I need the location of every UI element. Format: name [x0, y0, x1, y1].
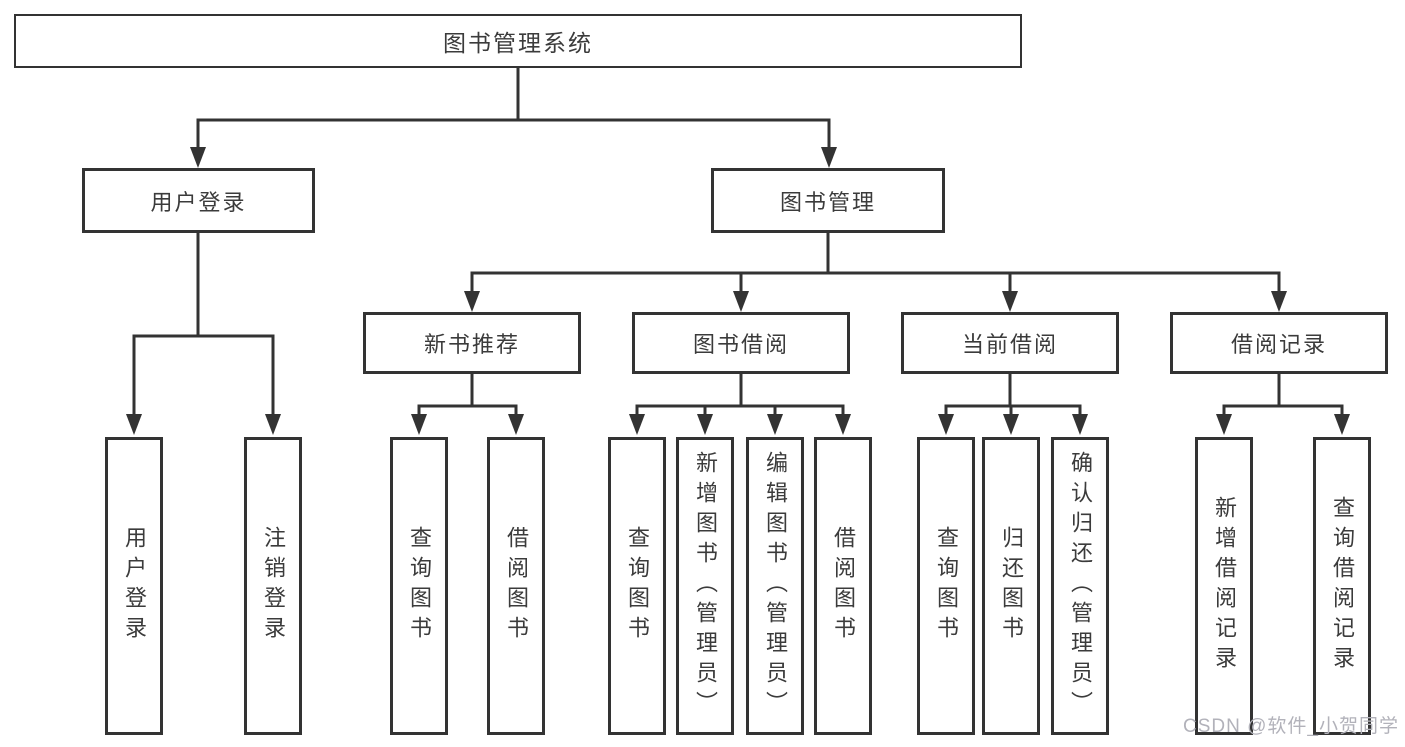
node-book-borrow: 图书借阅 [632, 312, 850, 374]
node-user-login-branch: 用户登录 [82, 168, 315, 233]
leaf-confirm-return-admin: 确认归还（管理员） [1051, 437, 1109, 735]
leaf-logout-label: 注销登录 [261, 526, 286, 646]
leaf-query-borrow-record: 查询借阅记录 [1313, 437, 1371, 735]
node-current-borrow-label: 当前借阅 [961, 332, 1058, 357]
csdn-watermark: CSDN @软件_小贺同学 [1183, 716, 1399, 737]
leaf-current-query-books: 查询图书 [917, 437, 975, 735]
leaf-add-books-admin-label: 新增图书（管理员） [693, 451, 718, 721]
node-book-management: 图书管理 [711, 168, 945, 233]
leaf-return-books-label: 归还图书 [999, 526, 1024, 646]
node-current-borrow: 当前借阅 [901, 312, 1119, 374]
leaf-logout: 注销登录 [244, 437, 302, 735]
leaf-add-borrow-record: 新增借阅记录 [1195, 437, 1253, 735]
leaf-newbook-query-books-label: 查询图书 [407, 526, 432, 646]
leaf-borrow-books: 借阅图书 [814, 437, 872, 735]
leaf-newbook-query-books: 查询图书 [390, 437, 448, 735]
node-user-login-branch-label: 用户登录 [150, 189, 247, 215]
leaf-user-login-label: 用户登录 [122, 526, 147, 646]
node-book-borrow-label: 图书借阅 [692, 332, 789, 357]
node-borrow-record: 借阅记录 [1170, 312, 1388, 374]
leaf-add-books-admin: 新增图书（管理员） [676, 437, 734, 735]
leaf-add-borrow-record-label: 新增借阅记录 [1212, 496, 1237, 676]
leaf-confirm-return-admin-label: 确认归还（管理员） [1068, 451, 1093, 721]
leaf-return-books: 归还图书 [982, 437, 1040, 735]
leaf-edit-books-admin: 编辑图书（管理员） [746, 437, 804, 735]
leaf-borrow-query-books: 查询图书 [608, 437, 666, 735]
leaf-query-borrow-record-label: 查询借阅记录 [1330, 496, 1355, 676]
node-library-system-label: 图书管理系统 [443, 30, 593, 56]
leaf-current-query-books-label: 查询图书 [934, 526, 959, 646]
node-new-book-recommend: 新书推荐 [363, 312, 581, 374]
leaf-newbook-borrow-books: 借阅图书 [487, 437, 545, 735]
leaf-borrow-books-label: 借阅图书 [831, 526, 856, 646]
node-book-management-label: 图书管理 [779, 189, 876, 215]
leaf-newbook-borrow-books-label: 借阅图书 [504, 526, 529, 646]
node-new-book-recommend-label: 新书推荐 [423, 332, 520, 357]
node-library-system: 图书管理系统 [14, 14, 1022, 68]
node-borrow-record-label: 借阅记录 [1230, 332, 1327, 357]
leaf-user-login: 用户登录 [105, 437, 163, 735]
leaf-borrow-query-books-label: 查询图书 [625, 526, 650, 646]
leaf-edit-books-admin-label: 编辑图书（管理员） [763, 451, 788, 721]
